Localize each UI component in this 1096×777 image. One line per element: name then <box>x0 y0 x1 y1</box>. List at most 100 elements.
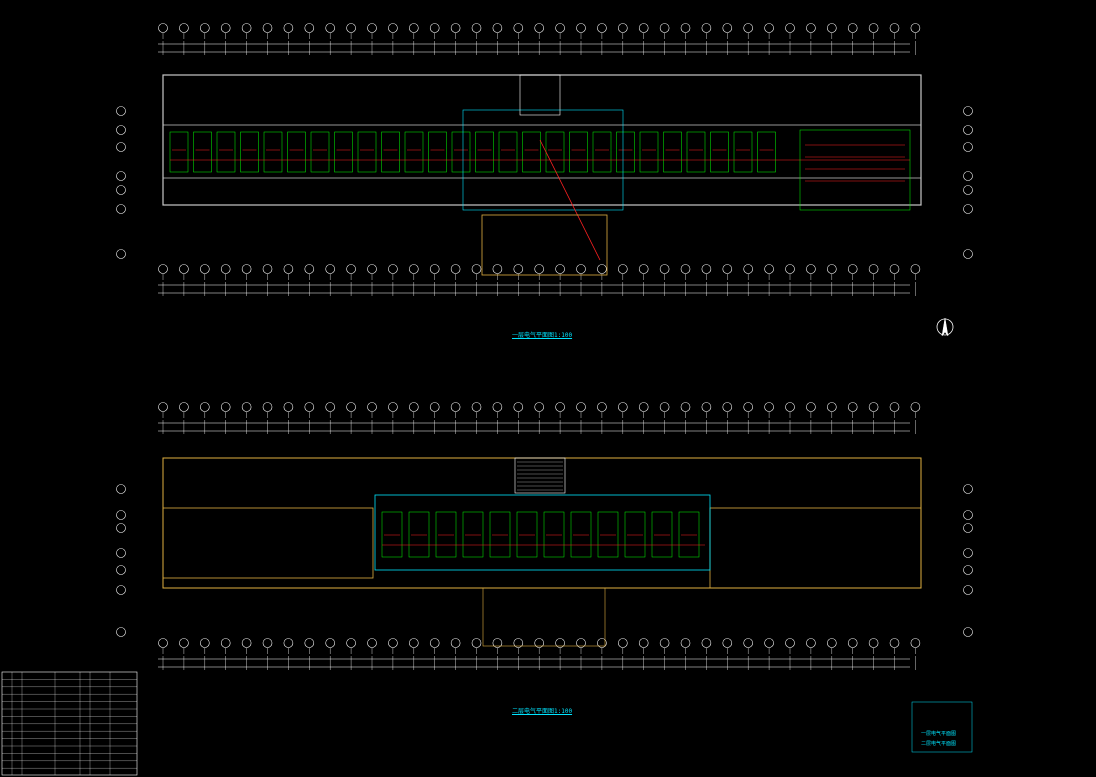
axis-bubble-icon <box>450 638 461 648</box>
axis-bubble-icon <box>576 264 586 274</box>
room-wiring <box>710 131 729 173</box>
axis-bubble-icon <box>325 23 336 33</box>
axis-bubble-icon <box>806 264 816 274</box>
axis-bubble-icon <box>638 638 649 648</box>
axis-bubble-icon <box>179 264 189 274</box>
room-wiring <box>597 511 619 558</box>
axis-bubble-icon <box>116 548 126 558</box>
north-arrow-icon <box>941 317 949 337</box>
axis-bubble-icon <box>910 23 921 33</box>
axis-bubble-icon <box>847 402 858 412</box>
axis-bubble-icon <box>346 23 356 33</box>
room-wiring <box>451 131 471 173</box>
axis-bubble-icon <box>262 23 273 33</box>
axis-bubble-icon <box>116 585 126 595</box>
room-wiring <box>678 511 700 558</box>
axis-bubble-icon <box>116 565 126 575</box>
axis-bubble-icon <box>200 638 210 648</box>
axis-bubble-icon <box>555 23 565 33</box>
room-wiring <box>651 511 673 558</box>
axis-bubble-icon <box>283 402 294 412</box>
axis-bubble-icon <box>116 249 126 259</box>
axis-bubble-icon <box>889 23 900 33</box>
axis-bubble-icon <box>220 402 231 412</box>
axis-bubble-icon <box>785 638 795 648</box>
axis-bubble-icon <box>764 638 774 648</box>
axis-bubble-icon <box>346 402 356 412</box>
entrance-portico <box>481 214 608 276</box>
axis-bubble-icon <box>534 23 545 33</box>
room-wiring <box>357 131 377 173</box>
axis-bubble-icon <box>597 402 607 412</box>
axis-bubble-icon <box>638 402 649 412</box>
room-wiring <box>522 131 541 173</box>
room-wiring <box>462 511 484 558</box>
axis-bubble-icon <box>116 627 126 637</box>
axis-bubble-icon <box>408 23 419 33</box>
axis-bubble-icon <box>534 264 545 274</box>
axis-bubble-icon <box>638 23 649 33</box>
axis-bubble-icon <box>367 638 377 648</box>
axis-bubble-icon <box>116 185 126 195</box>
axis-bubble-icon <box>597 23 607 33</box>
axis-bubble-icon <box>513 402 524 412</box>
axis-bubble-icon <box>534 638 545 648</box>
room-wiring <box>686 131 706 173</box>
room-wiring <box>592 131 612 173</box>
axis-bubble-icon <box>722 23 733 33</box>
axis-bubble-icon <box>116 171 126 181</box>
axis-bubble-icon <box>241 402 252 412</box>
axis-bubble-icon <box>346 264 356 274</box>
axis-bubble-icon <box>346 638 356 648</box>
room-wiring <box>639 131 659 173</box>
axis-bubble-icon <box>283 264 294 274</box>
axis-bubble-icon <box>963 204 973 214</box>
axis-bubble-icon <box>889 264 900 274</box>
axis-bubble-icon <box>806 23 816 33</box>
axis-bubble-icon <box>429 402 440 412</box>
title-block-frame <box>911 701 973 753</box>
axis-bubble-icon <box>200 23 210 33</box>
axis-bubble-icon <box>304 638 315 648</box>
axis-bubble-icon <box>868 264 879 274</box>
axis-bubble-icon <box>680 638 691 648</box>
axis-bubble-icon <box>325 402 336 412</box>
stair-core <box>514 457 566 494</box>
room-wiring <box>624 511 646 558</box>
axis-bubble-icon <box>659 402 670 412</box>
axis-bubble-icon <box>806 638 816 648</box>
axis-bubble-icon <box>179 402 189 412</box>
axis-bubble-icon <box>450 23 461 33</box>
axis-bubble-icon <box>283 23 294 33</box>
axis-bubble-icon <box>576 638 586 648</box>
room-wiring <box>193 131 212 173</box>
axis-bubble-icon <box>555 638 565 648</box>
axis-bubble-icon <box>963 484 973 494</box>
axis-bubble-icon <box>963 185 973 195</box>
axis-bubble-icon <box>576 402 586 412</box>
axis-bubble-icon <box>722 402 733 412</box>
axis-bubble-icon <box>492 264 503 274</box>
axis-bubble-icon <box>963 585 973 595</box>
axis-bubble-icon <box>659 638 670 648</box>
second-floor-outer-wall <box>162 457 922 589</box>
room-wiring <box>733 131 753 173</box>
axis-bubble-icon <box>220 23 231 33</box>
second-floor-core <box>374 494 711 571</box>
axis-bubble-icon <box>826 23 837 33</box>
axis-bubble-icon <box>910 264 921 274</box>
axis-bubble-icon <box>200 402 210 412</box>
axis-bubble-icon <box>722 264 733 274</box>
axis-bubble-icon <box>388 402 398 412</box>
title-block-line-2: 二层电气平面图 <box>921 741 957 747</box>
axis-bubble-icon <box>868 402 879 412</box>
axis-bubble-icon <box>116 484 126 494</box>
axis-bubble-icon <box>847 23 858 33</box>
axis-bubble-icon <box>492 23 503 33</box>
axis-bubble-icon <box>116 125 126 135</box>
axis-bubble-icon <box>304 264 315 274</box>
room-wiring <box>381 511 403 558</box>
room-wiring <box>334 131 353 173</box>
axis-bubble-icon <box>158 638 168 648</box>
room-wiring <box>545 131 565 173</box>
